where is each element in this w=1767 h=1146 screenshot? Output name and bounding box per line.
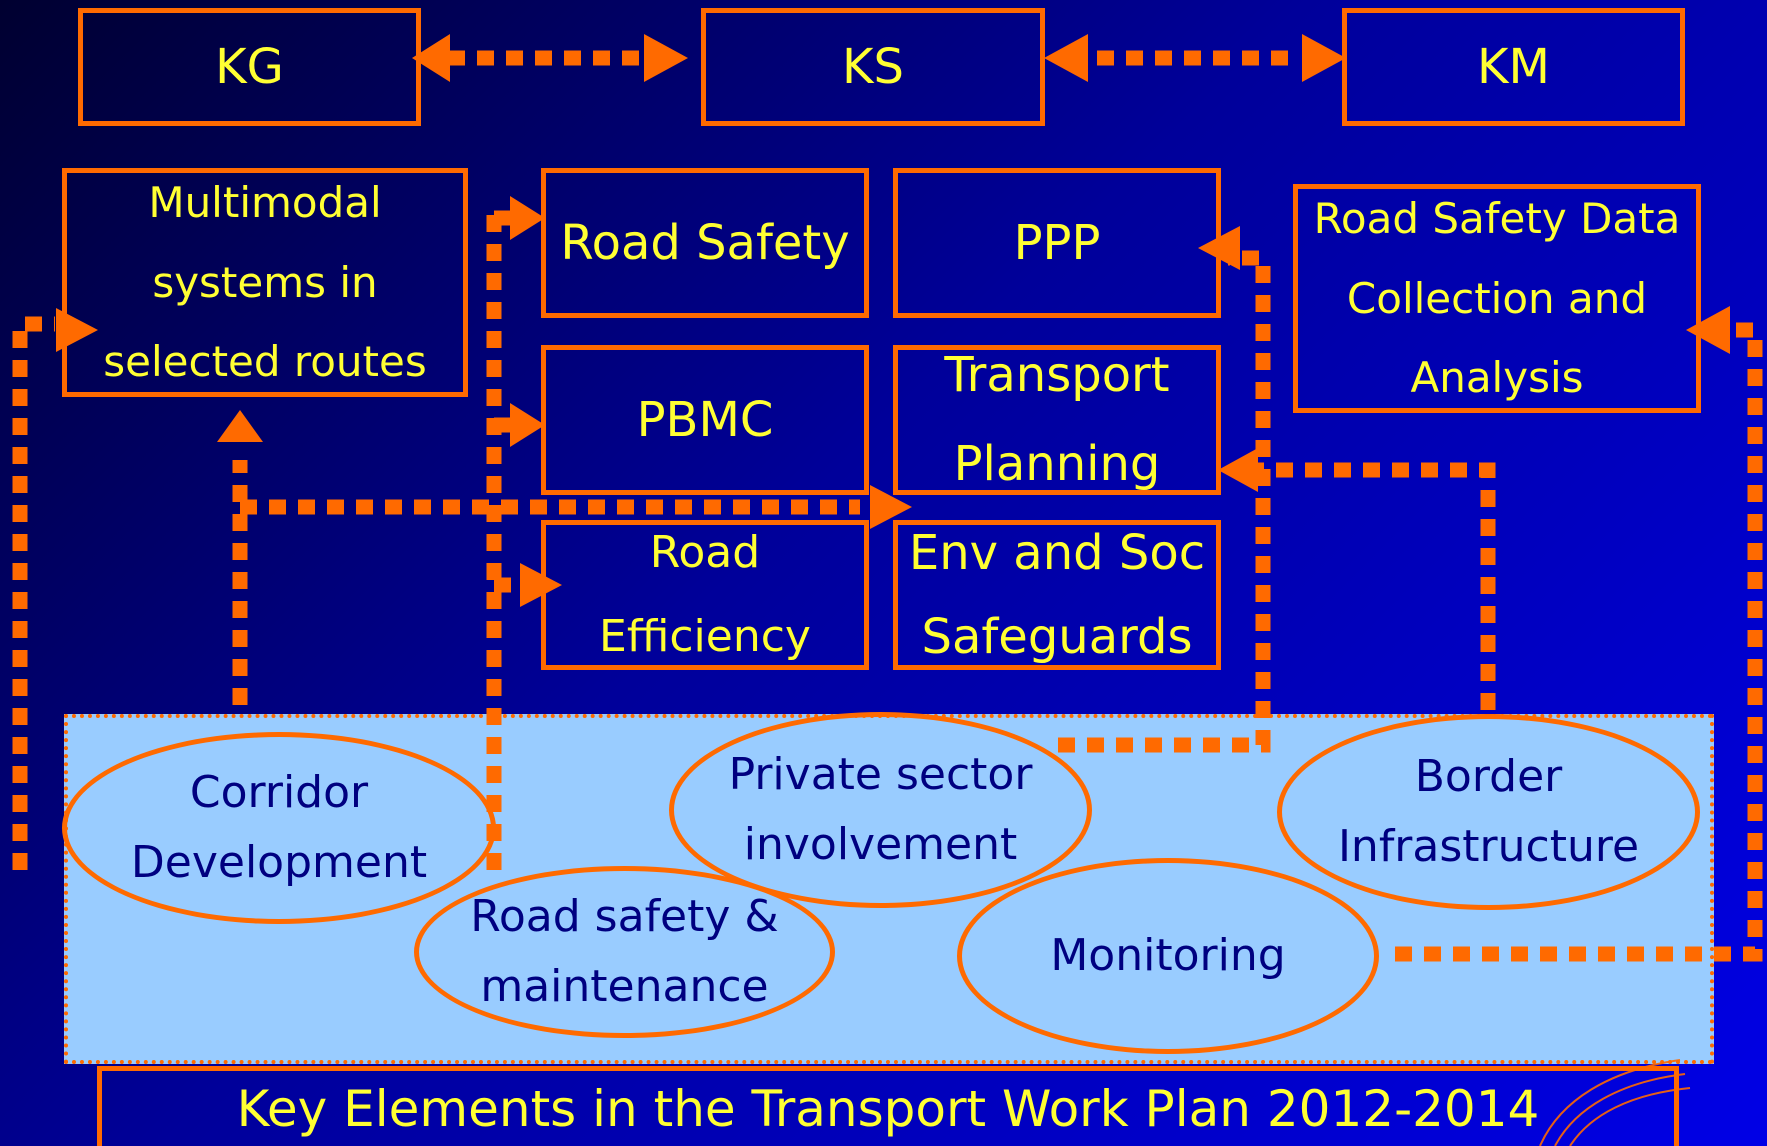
- multimodal-arrowhead-left: [56, 308, 98, 352]
- private-sector-to-ppp-connector: [1058, 250, 1271, 753]
- km-box: KM: [1342, 8, 1685, 126]
- road-efficiency-line-1: Road: [649, 527, 761, 579]
- transport-planning-arrowhead: [1218, 448, 1258, 492]
- road-safety-maintenance-oval: Road safety & maintenance: [414, 866, 835, 1038]
- ks-label: KS: [842, 38, 904, 95]
- multimodal-line-2: systems in: [152, 257, 378, 307]
- road-safety-label: Road Safety: [560, 214, 850, 271]
- road-safety-maintenance-line-1: Road safety &: [470, 890, 779, 942]
- ks-arrowhead-right: [1044, 34, 1088, 82]
- ppp-arrowhead: [1198, 226, 1240, 270]
- private-sector-oval: Private sector involvement: [669, 712, 1092, 908]
- road-safety-arrowhead: [510, 196, 545, 240]
- footer-title-text: Key Elements in the Transport Work Plan …: [236, 1079, 1540, 1138]
- private-sector-line-1: Private sector: [728, 748, 1033, 800]
- road-safety-data-box: Road Safety Data Collection and Analysis: [1293, 184, 1701, 413]
- corridor-development-oval: Corridor Development: [62, 732, 496, 924]
- transport-arrowhead: [870, 485, 912, 529]
- data-arrowhead: [1686, 306, 1730, 354]
- transport-planning-line-2: Planning: [953, 436, 1161, 492]
- km-label: KM: [1477, 38, 1550, 95]
- border-infrastructure-oval: Border Infrastructure: [1277, 714, 1700, 910]
- env-soc-line-2: Safeguards: [921, 609, 1193, 665]
- border-line-2: Infrastructure: [1337, 821, 1640, 872]
- road-safety-box: Road Safety: [541, 168, 869, 318]
- pbmc-arrowhead: [510, 403, 545, 447]
- road-safety-data-line-1: Road Safety Data: [1313, 193, 1681, 243]
- road-safety-data-line-2: Collection and: [1346, 273, 1648, 323]
- multimodal-line-3: selected routes: [103, 337, 427, 387]
- border-to-transport-planning-connector: [1255, 462, 1496, 710]
- ks-box: KS: [701, 8, 1045, 126]
- multimodal-arrowhead-up: [217, 410, 263, 442]
- road-safety-data-line-3: Analysis: [1410, 353, 1584, 403]
- kg-label: KG: [215, 38, 284, 95]
- pbmc-label: PBMC: [636, 391, 774, 448]
- transport-planning-box: Transport Planning: [893, 345, 1221, 495]
- monitoring-oval: Monitoring: [957, 858, 1379, 1054]
- multimodal-line-1: Multimodal: [148, 177, 382, 227]
- corridor-line-2: Development: [130, 837, 428, 888]
- ks-arrowhead-left: [644, 34, 688, 82]
- corridor-line-1: Corridor: [189, 766, 369, 818]
- border-line-1: Border: [1414, 750, 1563, 802]
- road-efficiency-arrowhead: [520, 563, 562, 607]
- ppp-label: PPP: [1013, 214, 1101, 271]
- env-soc-box: Env and Soc Safeguards: [893, 520, 1221, 670]
- monitoring-label: Monitoring: [1050, 929, 1286, 981]
- corner-logo-icon: [1539, 1059, 1691, 1146]
- km-arrowhead: [1302, 34, 1346, 82]
- monitoring-to-data-connector: [1395, 322, 1763, 962]
- road-safety-maintenance-line-2: maintenance: [480, 961, 769, 1012]
- pbmc-box: PBMC: [541, 345, 869, 495]
- footer-title: Key Elements in the Transport Work Plan …: [97, 1066, 1679, 1146]
- road-efficiency-box: Road Efficiency: [541, 520, 869, 670]
- private-sector-line-2: involvement: [743, 819, 1018, 870]
- left-loop-connector: [12, 316, 55, 870]
- kg-arrowhead: [412, 34, 450, 82]
- road-efficiency-line-2: Efficiency: [599, 611, 811, 662]
- env-soc-line-1: Env and Soc: [908, 525, 1206, 581]
- kg-box: KG: [78, 8, 421, 126]
- multimodal-box: Multimodal systems in selected routes: [62, 168, 468, 397]
- transport-planning-line-1: Transport: [944, 347, 1170, 404]
